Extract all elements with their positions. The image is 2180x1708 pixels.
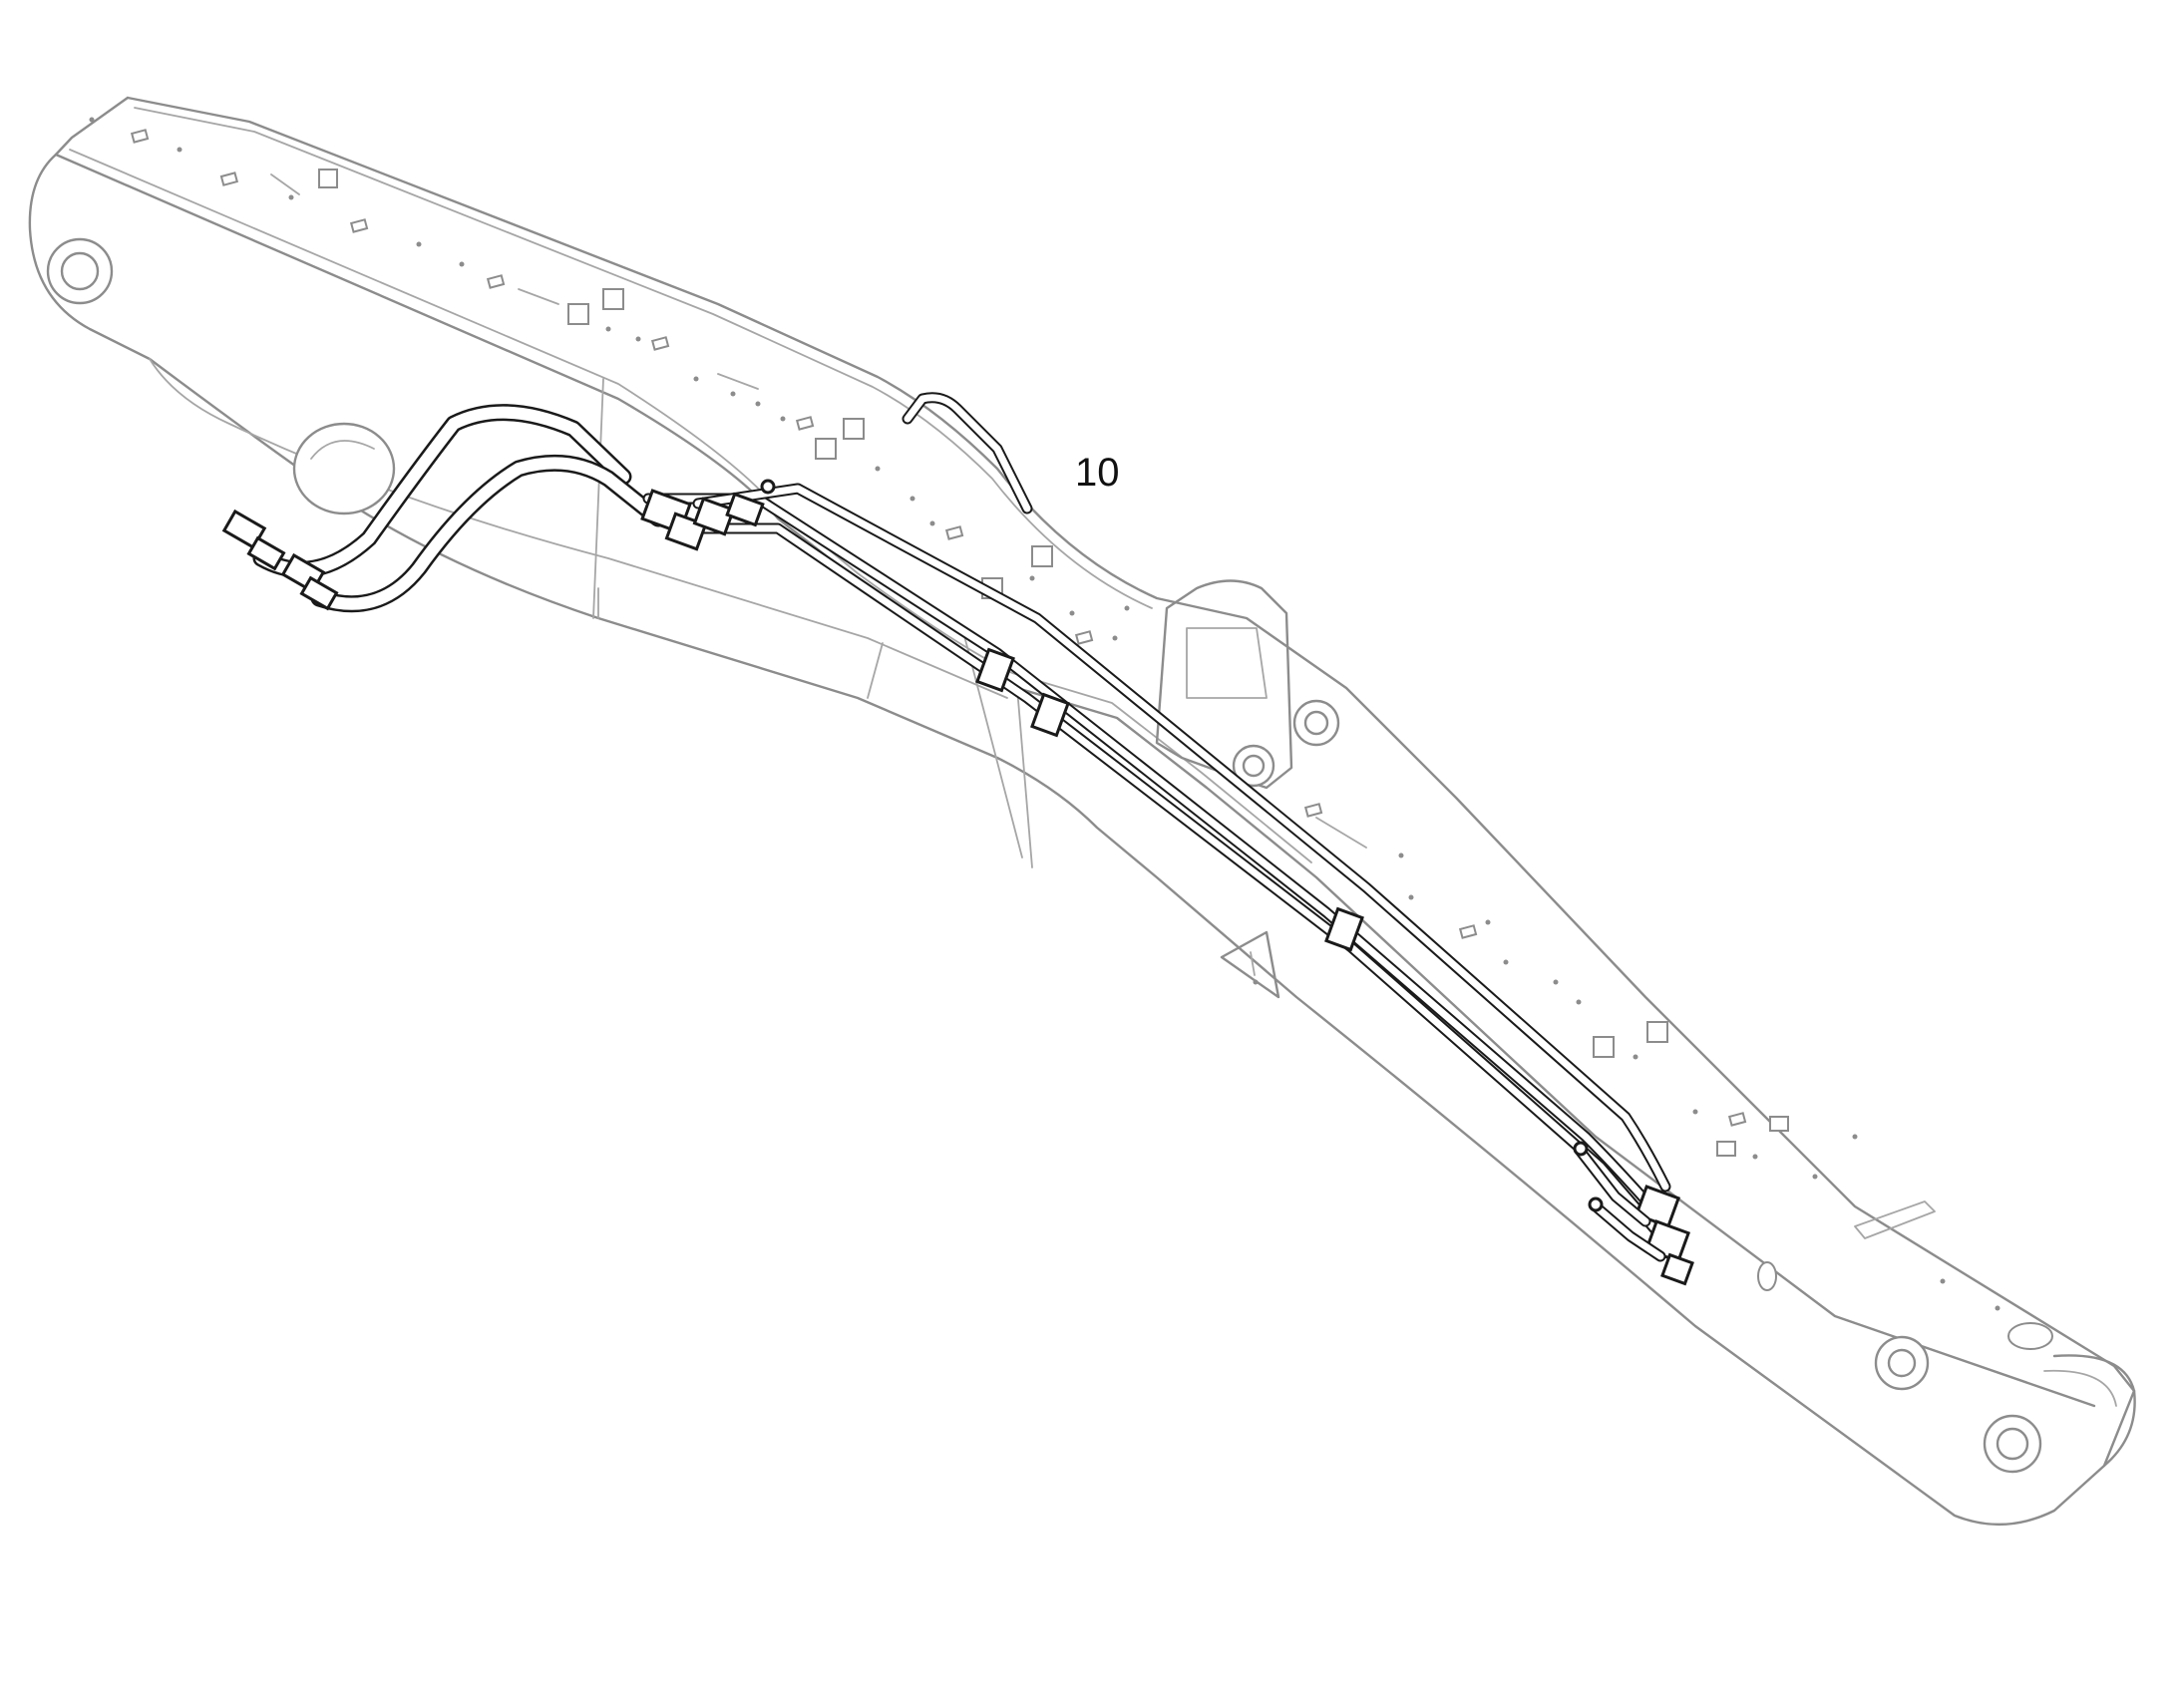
hydraulic-lines: [221, 392, 1694, 1286]
boom-structure: [28, 96, 2136, 1527]
bolt-holes: [89, 117, 2000, 1311]
callout-label: 10: [1075, 451, 1120, 495]
